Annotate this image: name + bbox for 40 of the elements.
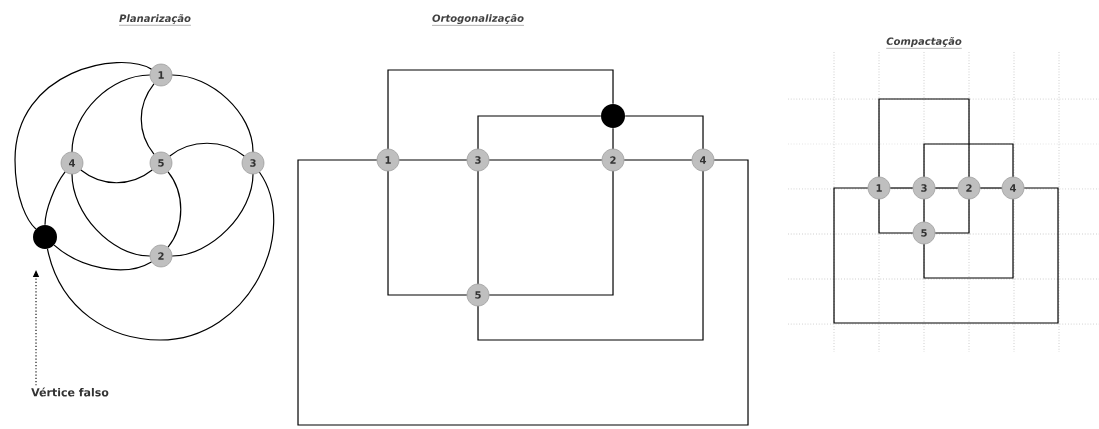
edge-line — [14, 62, 152, 230]
filled-dot — [33, 225, 57, 249]
edge-line — [488, 170, 614, 296]
edge-line — [878, 198, 914, 234]
edge-line — [53, 244, 152, 271]
panel-title: Compactação — [886, 37, 962, 49]
edge-line — [934, 198, 970, 234]
edge-line — [923, 198, 1014, 279]
edge-line — [140, 83, 155, 155]
edge-line — [44, 171, 66, 226]
edge-line — [923, 198, 925, 223]
edge-line — [80, 169, 153, 184]
edge-line — [477, 115, 602, 150]
panel-title: Planarização — [118, 14, 192, 26]
edge-line — [477, 170, 704, 341]
edge-line — [71, 173, 151, 257]
edge-line — [169, 142, 245, 157]
edge-line — [387, 69, 614, 150]
edge-line — [833, 187, 1059, 324]
edge-line — [623, 159, 693, 161]
edge-line — [398, 159, 468, 161]
edge-line — [71, 74, 151, 153]
edge-line — [934, 187, 959, 189]
edge-line — [923, 143, 1014, 178]
edge-line — [878, 98, 970, 178]
edge-line — [387, 170, 468, 296]
edge-line — [488, 159, 603, 161]
edge-line — [171, 173, 254, 257]
edge-line — [477, 170, 479, 285]
annotation-label: Vértice falso — [31, 387, 109, 397]
edge-line — [297, 159, 749, 426]
edge-line — [979, 187, 1003, 189]
edge-line — [889, 187, 914, 189]
panel-title: Ortogonalização — [431, 14, 525, 26]
edge-line — [624, 115, 704, 150]
edge-line — [46, 171, 275, 341]
edge-line — [167, 171, 182, 248]
filled-dot — [601, 104, 625, 128]
edge-line — [171, 74, 254, 153]
edge-line — [612, 127, 614, 150]
